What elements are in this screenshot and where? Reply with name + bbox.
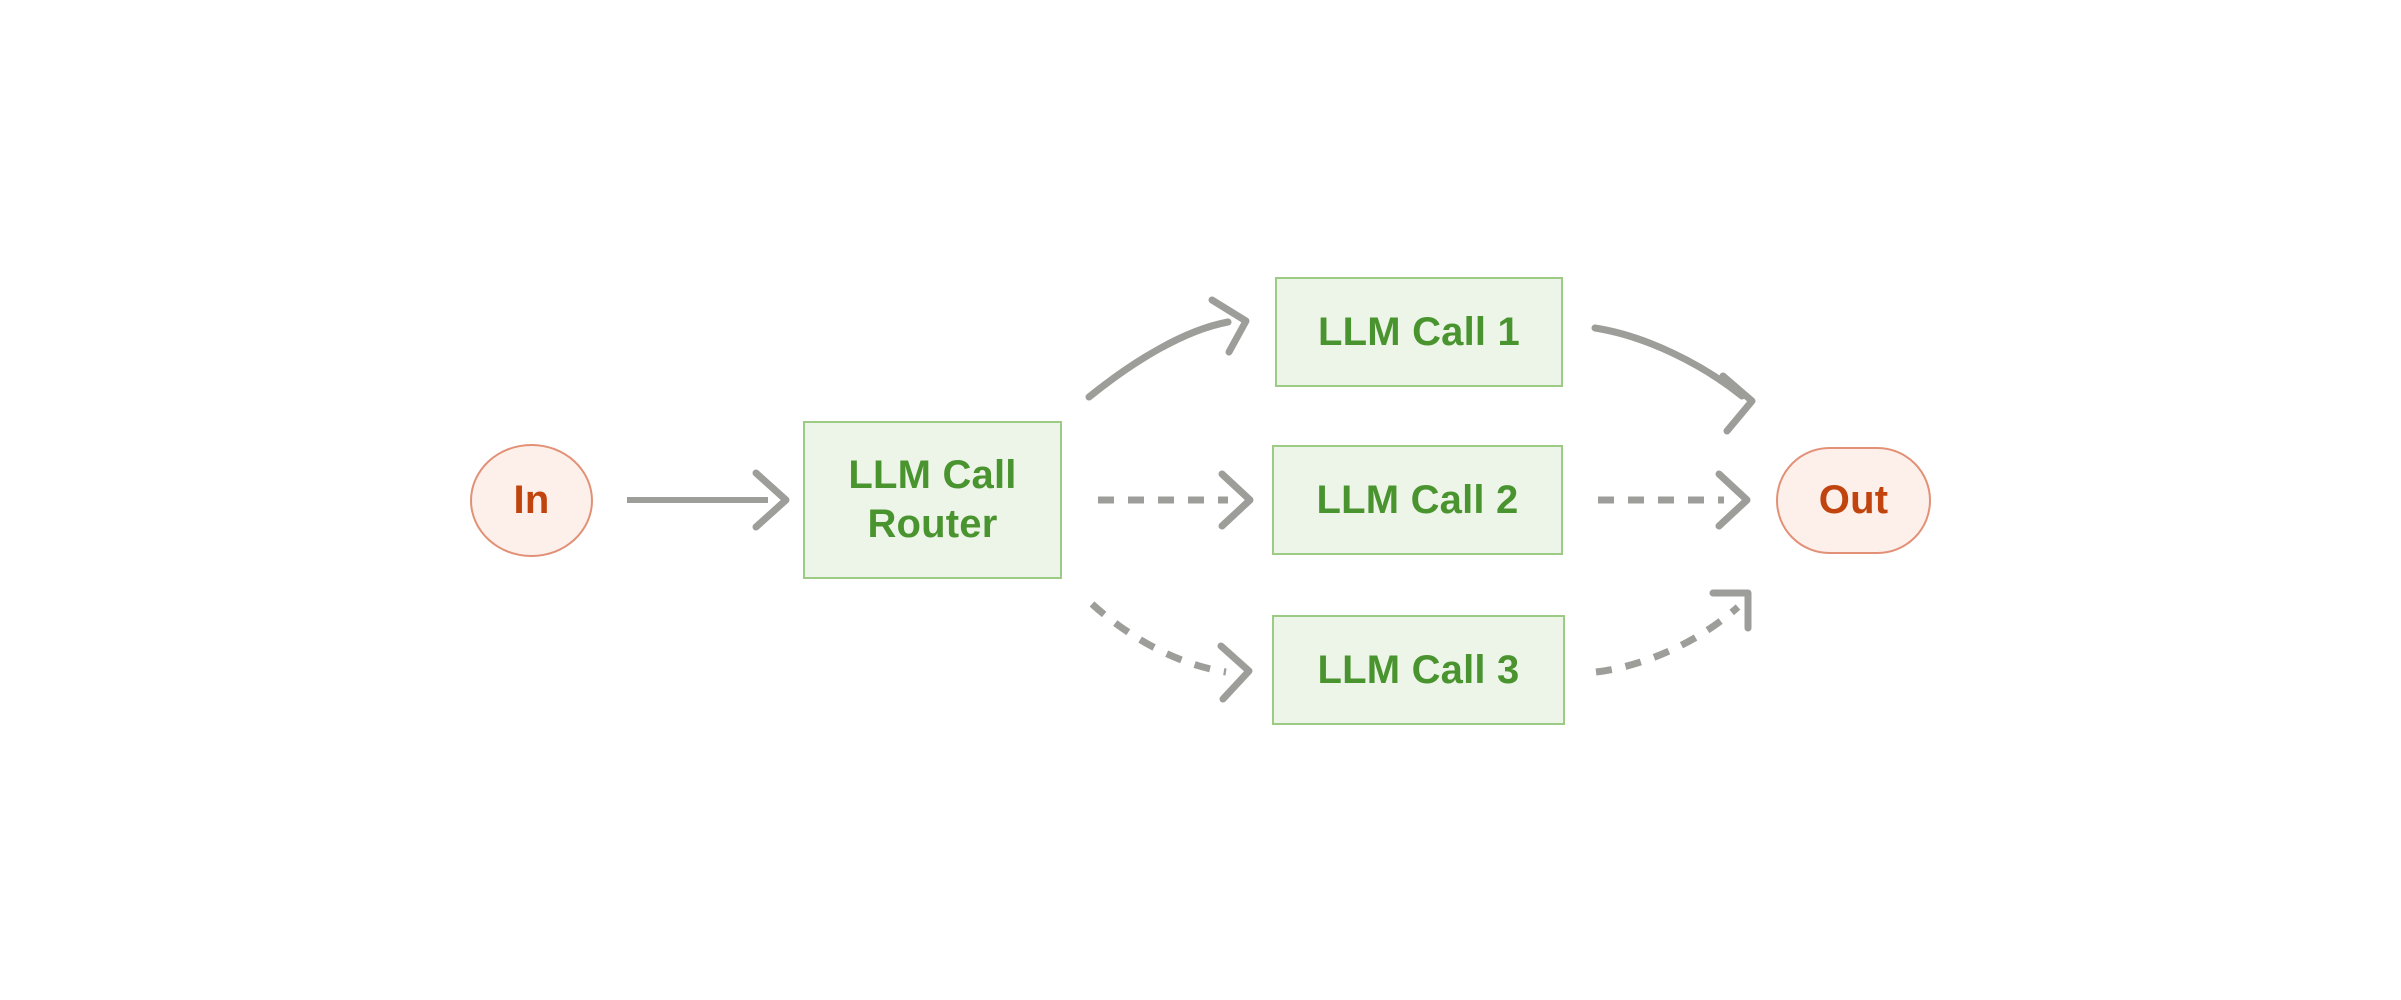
edge-call1-to-out bbox=[1591, 324, 1756, 435]
edge-router-to-call1 bbox=[1085, 296, 1250, 401]
arrowhead-icon bbox=[752, 469, 790, 531]
edge-in-to-router bbox=[627, 469, 790, 531]
node-llm-call-1[interactable]: LLM Call 1 bbox=[1275, 277, 1563, 387]
arrowhead-icon bbox=[1208, 296, 1250, 356]
arrowhead-icon bbox=[1218, 470, 1254, 530]
node-llm-call-2-label: LLM Call 2 bbox=[1316, 477, 1519, 522]
node-in-label: In bbox=[513, 478, 550, 523]
edge-call3-to-out bbox=[1595, 589, 1752, 676]
arrowhead-icon bbox=[1715, 470, 1751, 530]
node-llm-call-3-label: LLM Call 3 bbox=[1317, 647, 1520, 692]
arrowhead-icon bbox=[1719, 372, 1756, 435]
node-in[interactable]: In bbox=[470, 444, 593, 557]
node-llm-call-3[interactable]: LLM Call 3 bbox=[1272, 615, 1565, 725]
edge-call2-to-out bbox=[1598, 470, 1751, 530]
node-out-label: Out bbox=[1818, 478, 1889, 523]
node-llm-call-2[interactable]: LLM Call 2 bbox=[1272, 445, 1563, 555]
edge-router-to-call2 bbox=[1098, 470, 1254, 530]
node-llm-call-router[interactable]: LLM Call Router bbox=[803, 421, 1062, 579]
arrowhead-icon bbox=[1709, 589, 1752, 632]
node-llm-call-1-label: LLM Call 1 bbox=[1317, 309, 1521, 354]
edge-router-to-call3 bbox=[1089, 601, 1253, 703]
arrowhead-icon bbox=[1217, 642, 1253, 703]
node-out[interactable]: Out bbox=[1776, 447, 1931, 554]
node-llm-call-router-label: LLM Call Router bbox=[848, 453, 1017, 546]
